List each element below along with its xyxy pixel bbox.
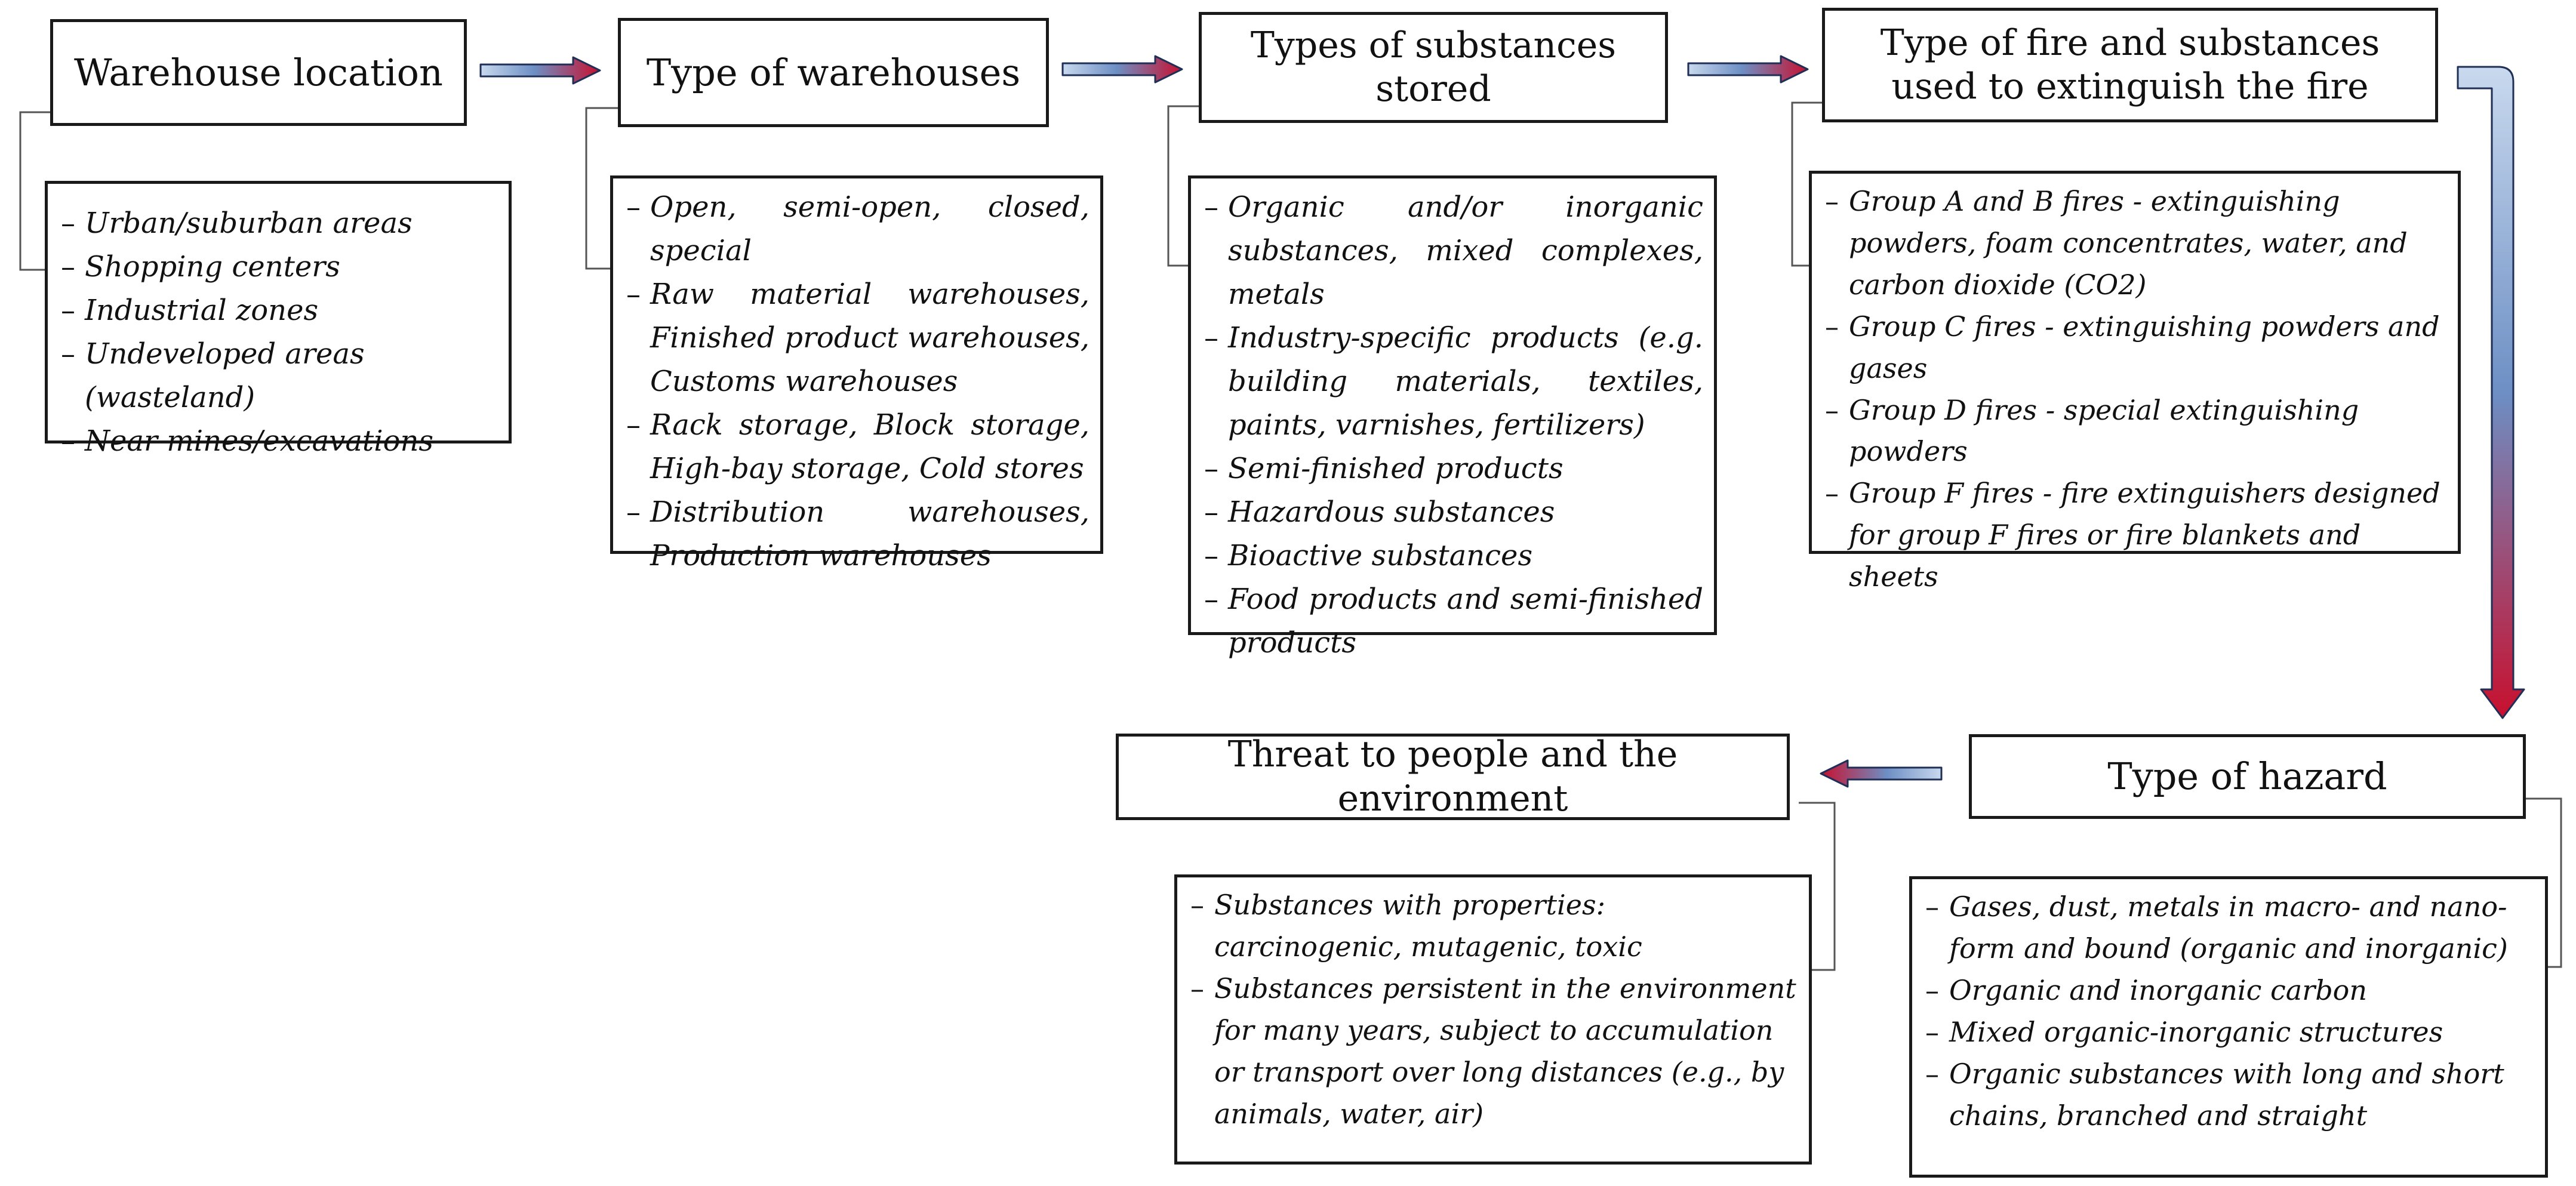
detail-item: –Rack storage, Block storage, High-bay s… bbox=[626, 408, 1090, 485]
stage-title-types-of-substances: Types of substances stored bbox=[1199, 12, 1668, 123]
detail-item: –Substances persistent in the environmen… bbox=[1190, 972, 1796, 1130]
bracket-connector-4 bbox=[1791, 101, 1822, 267]
detail-list: –Substances with properties: carcinogeni… bbox=[1190, 885, 1798, 1135]
stage-title-text: Type of hazard bbox=[2107, 754, 2387, 799]
detail-item: –Near mines/excavations bbox=[61, 424, 434, 458]
detail-item: –Mixed organic-inorganic structures bbox=[1925, 1015, 2443, 1048]
bracket-connector-6 bbox=[1799, 802, 1836, 971]
detail-item: –Industrial zones bbox=[61, 293, 319, 327]
detail-item: –Food products and semi-finished product… bbox=[1204, 582, 1703, 660]
stage-details-type-of-fire: –Group A and B fires - extinguishing pow… bbox=[1809, 171, 2461, 593]
stage-details-type-of-hazard: –Gases, dust, metals in macro- and nano-… bbox=[1909, 876, 2548, 1178]
stage-details-type-of-warehouses: –Open, semi-open, closed, special –Raw m… bbox=[610, 175, 1103, 572]
bracket-connector-3 bbox=[1167, 105, 1199, 267]
detail-item: –Group F fires - fire extinguishers desi… bbox=[1825, 477, 2440, 593]
flow-arrow-4 bbox=[2457, 66, 2525, 719]
detail-item: –Undeveloped areas (wasteland) bbox=[61, 337, 365, 414]
bracket-connector-2 bbox=[585, 107, 618, 270]
detail-list: –Group A and B fires - extinguishing pow… bbox=[1825, 181, 2447, 598]
stage-title-type-of-fire: Type of fire and substances used to exti… bbox=[1822, 8, 2438, 122]
stage-title-warehouse-location: Warehouse location bbox=[50, 19, 467, 126]
detail-item: –Bioactive substances bbox=[1204, 538, 1533, 572]
stage-title-type-of-hazard: Type of hazard bbox=[1969, 734, 2526, 819]
detail-item: –Urban/suburban areas bbox=[61, 207, 413, 240]
detail-list: –Open, semi-open, closed, special –Raw m… bbox=[626, 186, 1090, 578]
detail-item: –Hazardous substances bbox=[1204, 495, 1555, 529]
stage-title-text: Types of substances stored bbox=[1250, 24, 1617, 110]
flow-arrow-2 bbox=[1061, 55, 1183, 84]
stage-title-text: Type of fire and substances used to exti… bbox=[1880, 21, 2380, 107]
detail-item: –Group A and B fires - extinguishing pow… bbox=[1825, 185, 2408, 301]
stage-title-text: Type of warehouses bbox=[646, 50, 1021, 94]
flow-arrow-3 bbox=[1687, 55, 1809, 84]
stage-details-types-of-substances: –Organic and/or inorganic substances, mi… bbox=[1188, 175, 1717, 660]
stage-title-text: Warehouse location bbox=[74, 50, 443, 94]
detail-item: –Gases, dust, metals in macro- and nano-… bbox=[1925, 891, 2508, 965]
detail-item: –Raw material warehouses, Finished produ… bbox=[626, 277, 1090, 398]
detail-list: –Urban/suburban areas –Shopping centers … bbox=[61, 202, 498, 463]
detail-item: –Organic and inorganic carbon bbox=[1925, 974, 2367, 1006]
detail-item: –Group D fires - special extinguishing p… bbox=[1825, 393, 2359, 468]
flow-arrow-5 bbox=[1820, 759, 1943, 788]
detail-item: –Shopping centers bbox=[61, 249, 340, 284]
detail-item: –Industry-specific products (e.g. buildi… bbox=[1204, 321, 1703, 442]
detail-item: –Open, semi-open, closed, special bbox=[626, 190, 1090, 267]
detail-item: –Semi-finished products bbox=[1204, 451, 1564, 485]
detail-list: –Gases, dust, metals in macro- and nano-… bbox=[1925, 886, 2534, 1136]
stage-details-warehouse-location: –Urban/suburban areas –Shopping centers … bbox=[45, 181, 512, 458]
detail-item: –Organic and/or inorganic substances, mi… bbox=[1204, 190, 1703, 311]
detail-item: –Distribution warehouses, Production war… bbox=[626, 495, 1090, 572]
bracket-connector-1 bbox=[19, 111, 50, 271]
detail-item: –Group C fires - extinguishing powders a… bbox=[1825, 310, 2440, 384]
stage-details-threat: –Substances with properties: carcinogeni… bbox=[1174, 874, 1812, 1165]
detail-item: –Substances with properties: carcinogeni… bbox=[1190, 889, 1642, 963]
detail-item: –Organic substances with long and short … bbox=[1925, 1057, 2504, 1132]
stage-title-type-of-warehouses: Type of warehouses bbox=[618, 18, 1049, 127]
detail-list: –Organic and/or inorganic substances, mi… bbox=[1204, 186, 1703, 664]
stage-title-threat: Threat to people and the environment bbox=[1116, 734, 1790, 820]
flow-arrow-1 bbox=[479, 56, 601, 85]
bracket-connector-5 bbox=[2525, 797, 2562, 968]
stage-title-text: Threat to people and the environment bbox=[1227, 734, 1678, 820]
